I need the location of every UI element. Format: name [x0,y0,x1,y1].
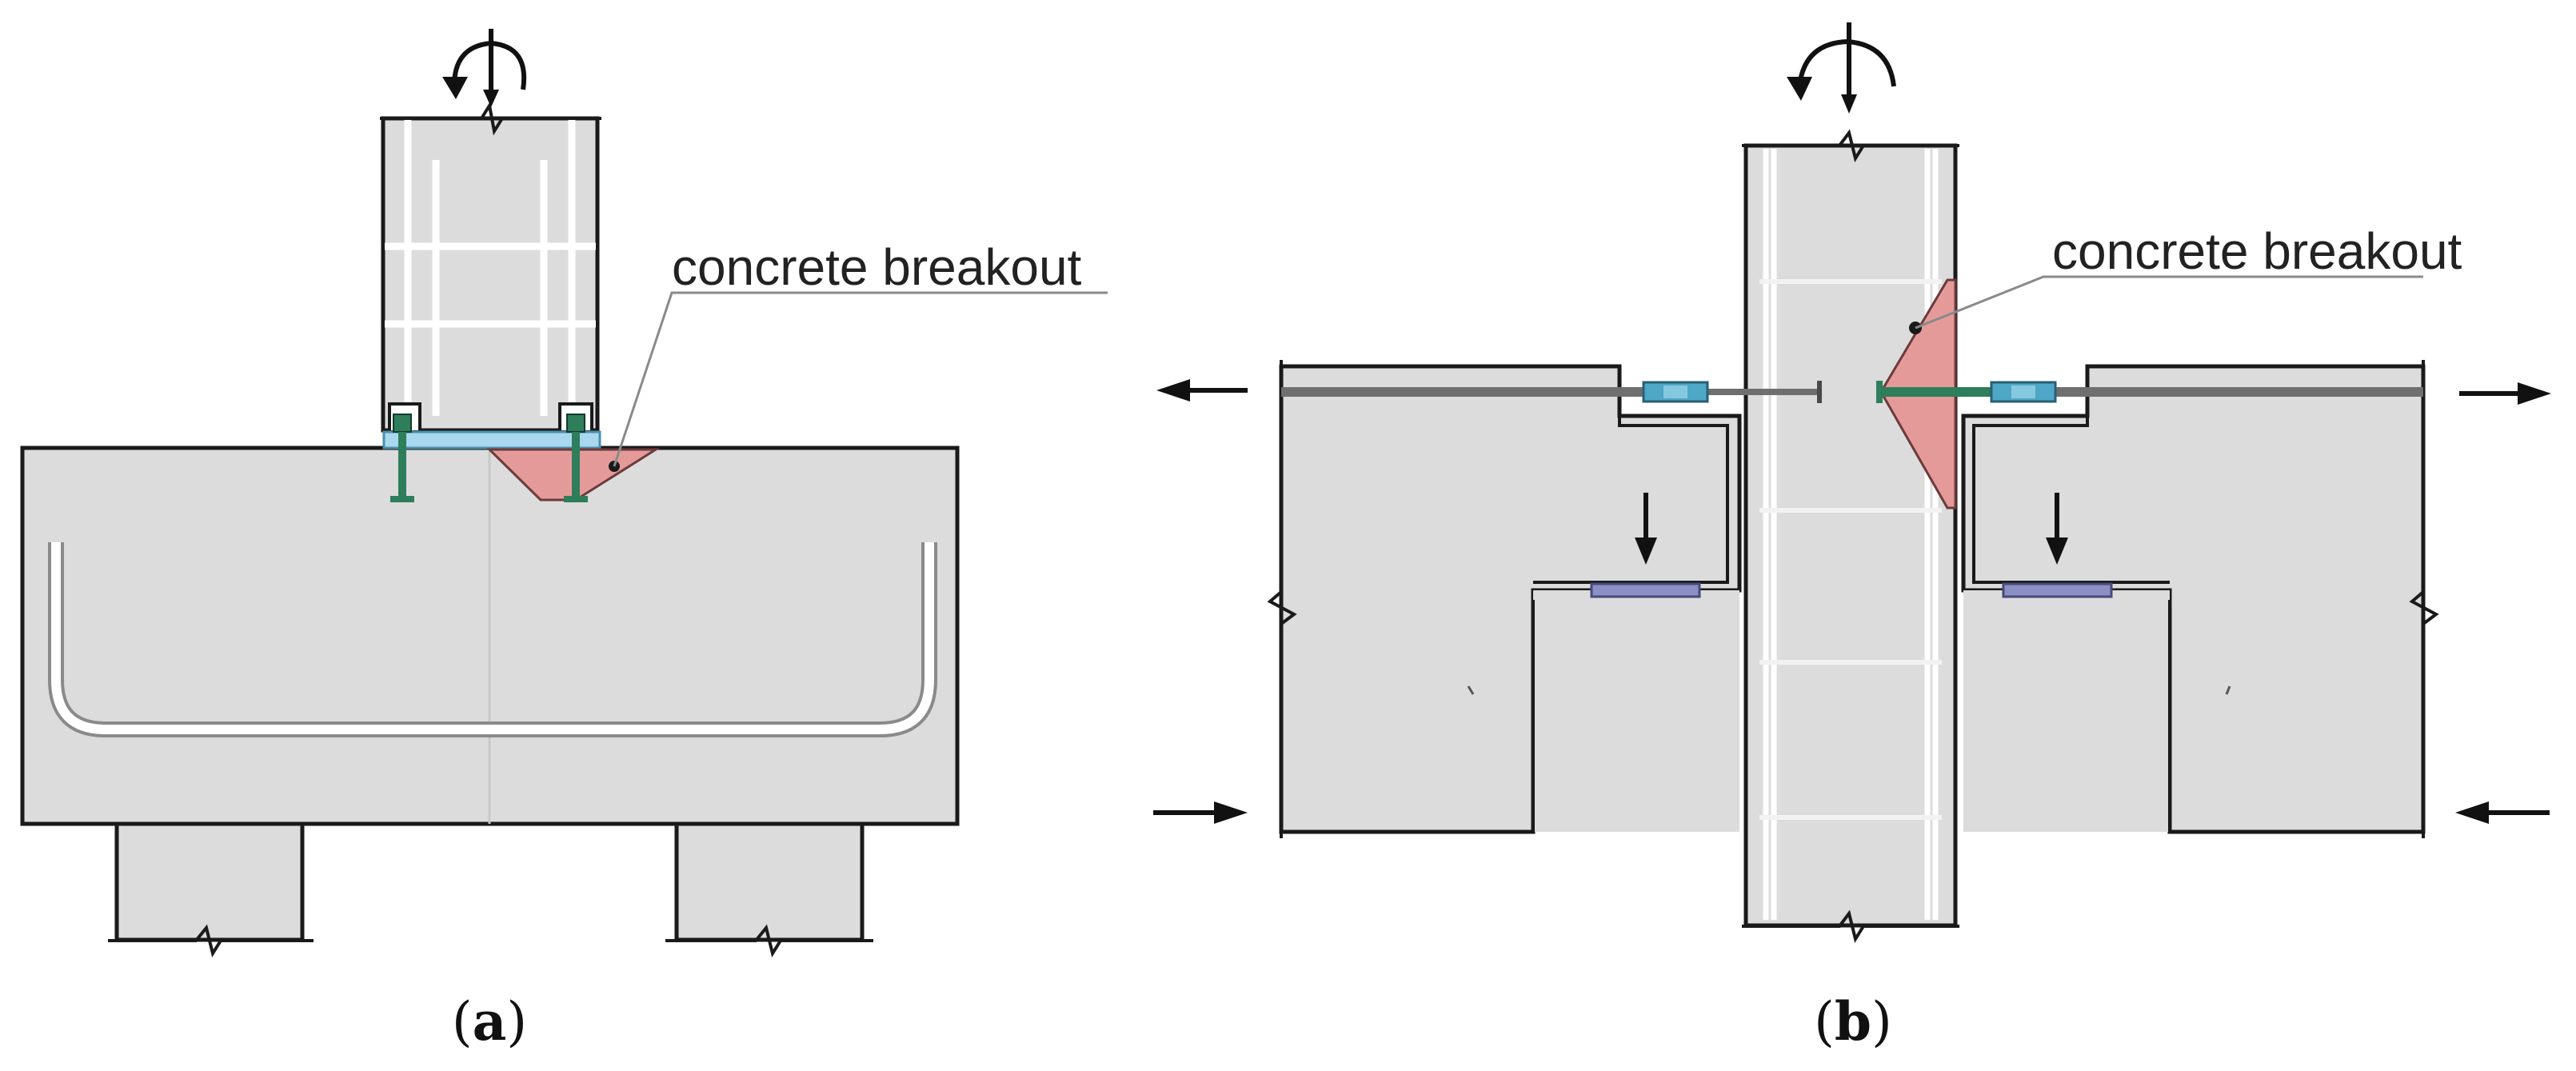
anchor-bolt-left [390,414,414,502]
anchor-bolt-right [564,414,588,502]
caption-b: (b) [1814,990,1892,1053]
moment-arrow-b-head [1787,77,1812,101]
load-arrow-left-b [1635,493,1657,565]
moment-arrow-b [1797,22,1896,102]
moment-arrow-a-head [442,77,468,99]
coupler-right-b [1990,381,2057,403]
coupler-left-b [1642,381,1709,403]
tension-arrow-left-b [1156,379,1248,402]
column-b-break-line-top [1742,129,1959,163]
column-b [1743,143,1958,928]
beam-left-mark [1467,685,1475,695]
bearing-pad-left-b [1590,582,1701,598]
beam-left-break-line [1267,360,1297,838]
annotation-concrete-breakout-a: concrete breakout [672,238,1082,296]
annotation-concrete-breakout-b: concrete breakout [2052,222,2462,280]
leader-line-a [613,291,1108,467]
moment-arrow-a [451,29,527,96]
column-b-rebars [1763,149,1939,920]
u-rebar [51,542,934,734]
joint-gap-left-b [1533,416,1729,584]
moment-arrow-a-tip [483,90,499,107]
caption-a: (a) [452,990,527,1053]
beam-right-break-line [2409,360,2439,838]
column-b-break-line-bottom [1742,909,1959,944]
compression-arrow-left-b [1153,801,1248,824]
anchor-head-left-b [1817,381,1822,403]
bearing-pad-right-b [2002,582,2113,598]
leader-line-b [1915,275,2423,330]
beam-right-mark [2225,685,2231,695]
joint-gap-right-b [1972,416,2170,584]
tension-arrow-right-b [2459,382,2551,405]
column-a-break-line [380,101,601,136]
support-left-break-line [108,924,314,958]
panel-b: concrete breakout (b) [1153,22,2551,1053]
panel-a: concrete breakout (a) [20,29,1108,1053]
column-a-rebars [385,120,596,416]
load-arrow-right-b [2046,493,2068,565]
corbel-right-b [1963,590,2170,832]
column-a [381,116,600,433]
column-b-ties [1759,279,1942,820]
corbel-left-b [1533,590,1739,832]
anchor-bar-right-b-head [1876,381,1883,403]
support-right-break-line [665,924,873,958]
base-plate [382,430,601,450]
compression-arrow-right-b [2455,801,2550,824]
moment-arrow-b-tip [1841,94,1857,114]
